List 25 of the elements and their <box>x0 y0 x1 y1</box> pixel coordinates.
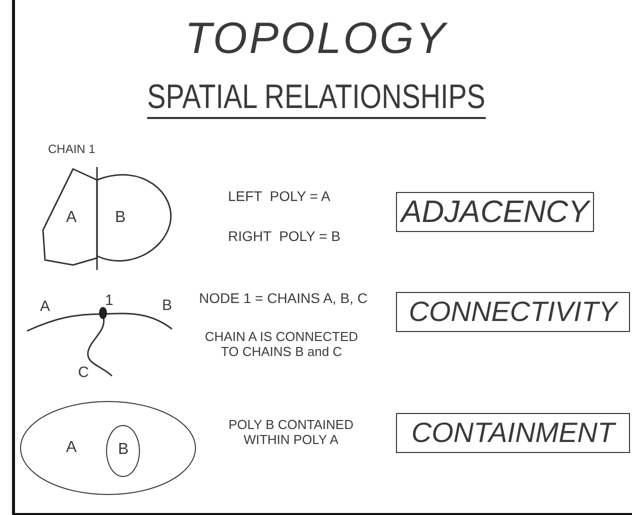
term-label: CONNECTIVITY <box>408 295 620 329</box>
title: TOPOLOGY <box>184 14 448 65</box>
node-number: 1 <box>105 292 114 310</box>
relation-text: CHAIN A IS CONNECTED TO CHAINS B and C <box>204 330 360 360</box>
term-box <box>396 292 630 332</box>
polygon-label: A <box>66 440 77 456</box>
inner-polygon-ellipse <box>106 425 140 477</box>
polygon-shape <box>97 174 171 262</box>
relation-text: NODE 1 = CHAINS A, B, C <box>199 290 368 306</box>
chain-label: C <box>78 364 89 382</box>
polygon-label: B <box>115 210 126 226</box>
term-label: CONTAINMENT <box>410 416 618 450</box>
chain-label: A <box>40 298 50 316</box>
chain-label: CHAIN 1 <box>48 143 96 157</box>
polygon-shape <box>42 168 98 266</box>
outer-polygon-ellipse <box>20 401 196 495</box>
relation-text: LEFT POLY = A <box>228 188 330 204</box>
subtitle: SPATIAL RELATIONSHIPS <box>146 78 486 120</box>
relation-text: POLY B CONTAINED WITHIN POLY A <box>228 418 354 448</box>
term-box <box>396 413 630 453</box>
chain-label: B <box>162 297 172 314</box>
term-label: ADJACENCY <box>398 193 592 231</box>
relation-text: RIGHT POLY = B <box>228 228 340 244</box>
polygon-label: A <box>66 210 77 226</box>
polygon-label: B <box>118 442 129 458</box>
